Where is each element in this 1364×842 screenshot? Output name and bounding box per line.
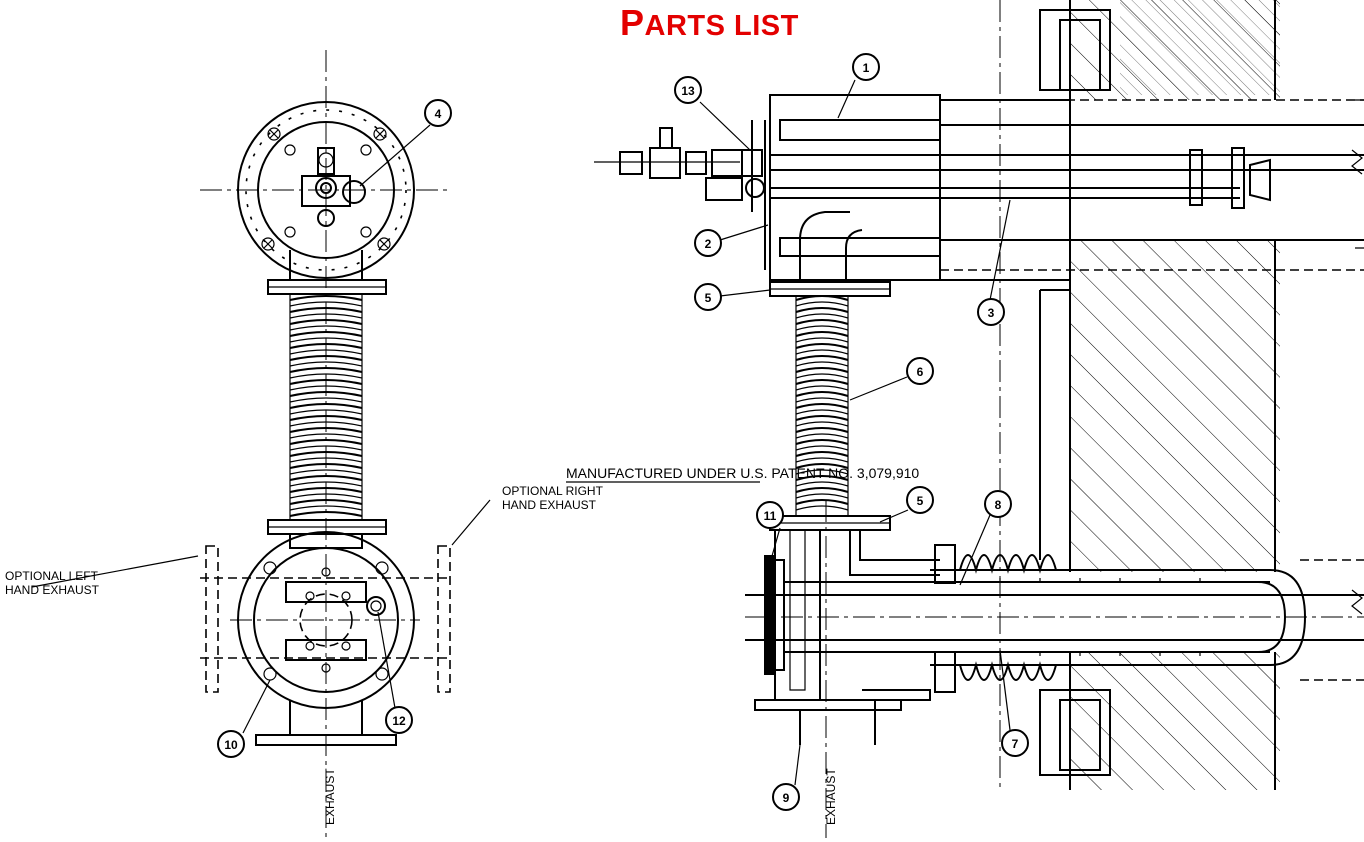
left-end-view xyxy=(31,50,491,838)
callout-12: 12 xyxy=(392,714,406,728)
page-title: PARTS LIST xyxy=(620,2,799,43)
callout-1: 1 xyxy=(863,61,870,75)
bolt-symbols xyxy=(261,127,391,251)
callout-3: 3 xyxy=(988,306,995,320)
callout-2: 2 xyxy=(705,237,712,251)
callouts: 1 13 2 5 3 6 5 8 11 7 9 4 10 12 xyxy=(217,53,1029,811)
callout-6: 6 xyxy=(917,365,924,379)
callout-8: 8 xyxy=(995,498,1002,512)
callout-10: 10 xyxy=(224,738,238,752)
callout-11: 11 xyxy=(764,509,777,523)
patent-note: MANUFACTURED UNDER U.S. PATENT NO. 3,079… xyxy=(566,465,919,481)
exhaust-label-left: EXHAUST xyxy=(323,768,337,825)
optional-left-line2: HAND EXHAUST xyxy=(5,583,100,597)
bellows-right xyxy=(795,295,849,516)
callout-5b: 5 xyxy=(917,494,924,508)
callout-5a: 5 xyxy=(705,291,712,305)
callout-7: 7 xyxy=(1012,737,1019,751)
optional-right-line1: OPTIONAL RIGHT xyxy=(502,484,604,498)
callout-9: 9 xyxy=(783,791,790,805)
bellows-left xyxy=(289,293,363,521)
exhaust-label-right: EXHAUST xyxy=(824,768,838,825)
callout-4: 4 xyxy=(435,107,442,121)
right-section-view xyxy=(594,0,1364,838)
optional-left-line1: OPTIONAL LEFT xyxy=(5,569,99,583)
optional-right-line2: HAND EXHAUST xyxy=(502,498,597,512)
callout-13: 13 xyxy=(681,84,695,98)
